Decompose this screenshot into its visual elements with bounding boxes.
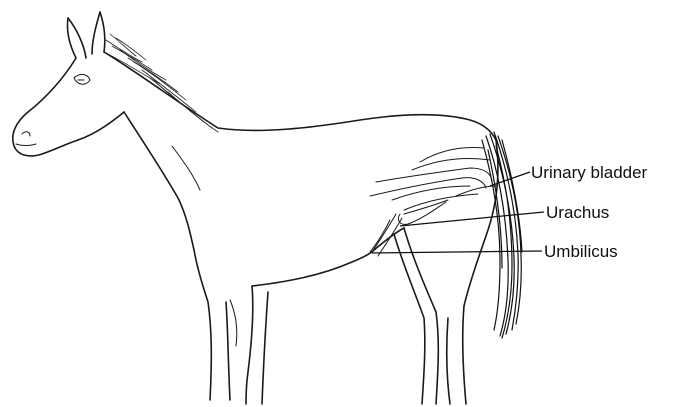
urinary-bladder-drawing xyxy=(370,148,496,225)
urinary-bladder-label: Urinary bladder xyxy=(531,163,648,182)
umbilicus-leader xyxy=(372,251,542,253)
urachus-leader xyxy=(400,212,544,226)
foal-drawing xyxy=(13,12,522,404)
umbilicus-label: Umbilicus xyxy=(544,242,618,261)
urachus-label: Urachus xyxy=(546,203,609,222)
tail xyxy=(482,132,522,338)
